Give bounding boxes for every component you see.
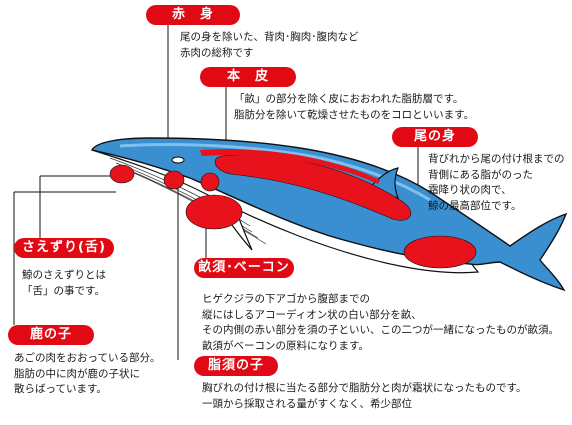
label-unesu: 畝須･ベーコン xyxy=(194,258,294,278)
label-shisunoko: 脂須の子 xyxy=(194,356,278,376)
whale-back-highlight xyxy=(119,142,431,202)
label-saezuri: さえずり(舌) xyxy=(14,238,114,258)
meat-regions xyxy=(109,149,477,269)
desc-onomi: 背びれから尾の付け根までの 背側にある脂がのった 霜降り状の肉で、 鯨の最高部位… xyxy=(428,153,565,212)
desc-honkawa: 「畝」の部分を除く皮におおわれた脂肪層です。 脂肪分を除いて乾燥させたものをコロ… xyxy=(234,93,475,121)
label-onomi: 尾の身 xyxy=(392,127,478,147)
region-akami xyxy=(214,154,412,221)
region-shisunoko xyxy=(200,172,220,192)
whale xyxy=(90,137,568,292)
region-onomi xyxy=(403,235,477,269)
desc-unesu: ヒゲクジラの下アゴから腹部までの 縦にはしるアコーディオン状の白い部分を畝、 そ… xyxy=(202,293,559,352)
desc-shisunoko: 胸びれの付け根に当たる部分で脂肪分と肉が霜状になったものです。 一頭から採取され… xyxy=(202,382,527,410)
label-akami: 赤 身 xyxy=(146,5,240,25)
region-saezuri xyxy=(109,164,135,184)
whale-eye xyxy=(171,156,185,164)
region-unesu xyxy=(185,194,243,230)
label-honkawa: 本 皮 xyxy=(200,67,296,87)
desc-akami: 尾の身を除いた、背肉･胸肉･腹肉など 赤肉の総称です xyxy=(180,31,359,59)
label-kanoko: 鹿の子 xyxy=(8,325,94,345)
region-kanoko xyxy=(163,170,185,190)
desc-saezuri: 鯨のさえずりとは 「舌」の事です。 xyxy=(22,269,106,297)
desc-kanoko: あごの肉をおおっている部分。 脂肪の中に肉が鹿の子状に 散らばっています。 xyxy=(14,352,161,395)
region-honkawa xyxy=(200,149,380,184)
